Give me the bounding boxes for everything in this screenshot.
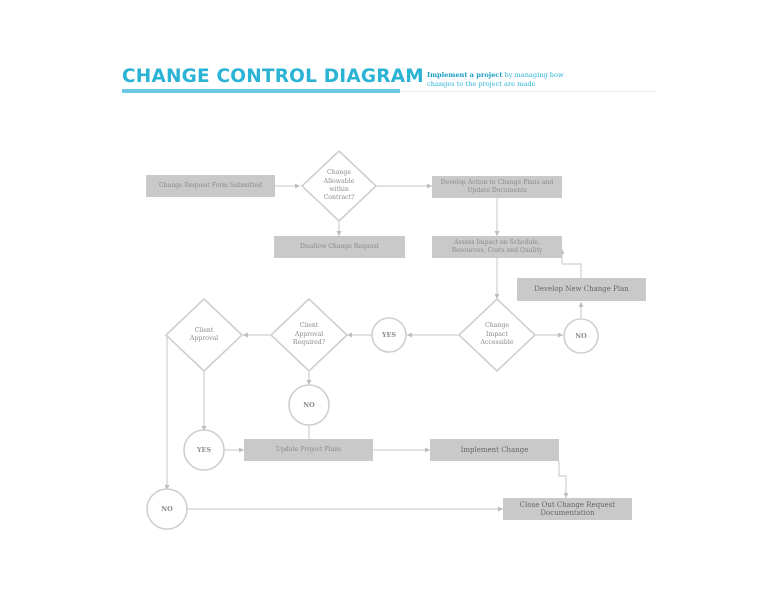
box-update-plans: Update Project Plans [244, 439, 373, 461]
circle-no-left [146, 488, 188, 530]
circle-no-right [563, 318, 599, 354]
decision-client-approval [164, 297, 244, 373]
page-subtitle: Implement a project by managing how chan… [427, 71, 567, 88]
label-change-allowable: Change Allowable within Contract? [323, 169, 355, 202]
label-yes-left: YES [196, 446, 212, 454]
box-disallow-change: Disallow Change Request [274, 236, 405, 258]
circle-yes-mid [371, 317, 407, 353]
box-close-out: Close Out Change Request Documentation [503, 498, 632, 520]
page-title: CHANGE CONTROL DIAGRAM [122, 66, 424, 87]
box-assess-impact: Assess Impact on Schedule, Resources, Co… [432, 236, 562, 258]
label-no-left: NO [161, 505, 173, 513]
circle-yes-left [183, 429, 225, 471]
connector-newplan-to-assess [559, 249, 582, 278]
box-implement-change: Implement Change [430, 439, 559, 461]
label-yes-mid: YES [381, 331, 397, 339]
box-develop-action: Develop Action to Change Plans and Updat… [432, 176, 562, 198]
title-underline [122, 89, 400, 93]
box-request-submitted: Change Request Form Submitted [146, 175, 275, 197]
connector-implement-to-closeout [558, 461, 569, 498]
subtitle-emphasis: Implement a project [427, 71, 503, 79]
box-develop-new-plan: Develop New Change Plan [517, 278, 646, 301]
subtitle-text: by managing how changes to the project a… [427, 71, 564, 88]
circle-no-mid [288, 384, 330, 426]
label-change-impact: Change Impact Accessible [480, 322, 514, 347]
decision-change-allowable [300, 149, 378, 223]
label-no-right: NO [575, 332, 587, 340]
label-approval-required: Client Approval Required? [292, 322, 326, 347]
label-client-approval: Client Approval [189, 326, 219, 342]
decision-client-approval-required [269, 297, 349, 373]
decision-change-impact [457, 297, 537, 373]
label-no-mid: NO [303, 401, 315, 409]
